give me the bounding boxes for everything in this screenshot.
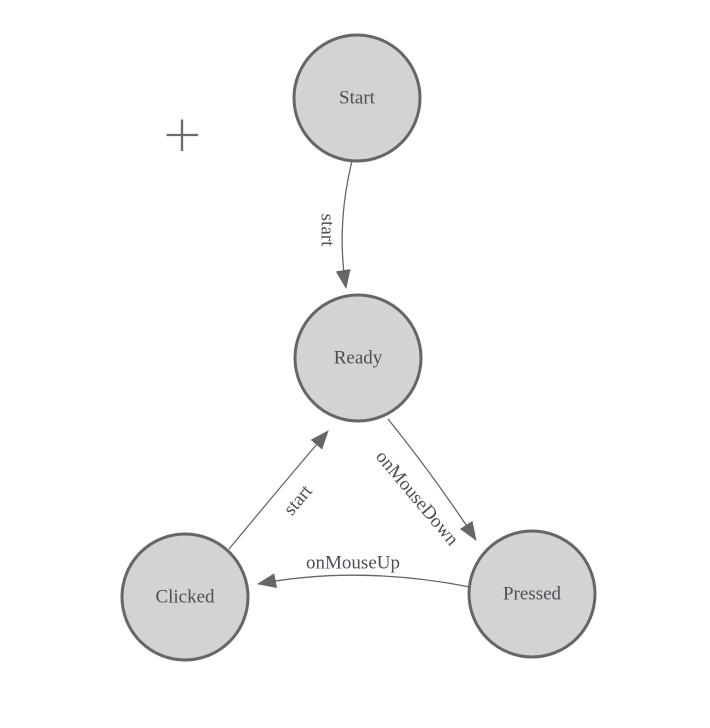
state-circle[interactable] xyxy=(293,293,423,423)
state-label: Start xyxy=(339,88,376,109)
state-node-pressed[interactable]: Pressed xyxy=(467,529,597,659)
transition-start-to-ready[interactable]: start xyxy=(317,160,353,289)
transition-edge[interactable] xyxy=(257,573,471,589)
state-node-clicked[interactable]: Clicked xyxy=(120,532,250,662)
state-label: Clicked xyxy=(155,587,215,608)
state-node-ready[interactable]: Ready xyxy=(293,293,423,423)
crosshair-icon xyxy=(166,119,198,151)
transition-edge[interactable] xyxy=(228,430,329,550)
state-circle[interactable] xyxy=(292,33,422,163)
state-label: Pressed xyxy=(503,584,562,605)
transition-label: start xyxy=(317,214,338,247)
transition-clicked-to-ready[interactable]: start xyxy=(228,430,329,550)
transition-label: onMouseDown xyxy=(371,447,463,551)
transition-edge[interactable] xyxy=(335,160,353,289)
state-circle[interactable] xyxy=(120,532,250,662)
state-label: Ready xyxy=(334,348,383,369)
transition-pressed-to-clicked[interactable]: onMouseUp xyxy=(257,552,471,589)
transition-label: start xyxy=(280,480,318,519)
transition-edge[interactable] xyxy=(387,418,477,541)
transition-ready-to-pressed[interactable]: onMouseDown xyxy=(371,418,477,551)
state-node-start[interactable]: Start xyxy=(292,33,422,163)
state-circle[interactable] xyxy=(467,529,597,659)
transition-label: onMouseUp xyxy=(306,552,400,573)
